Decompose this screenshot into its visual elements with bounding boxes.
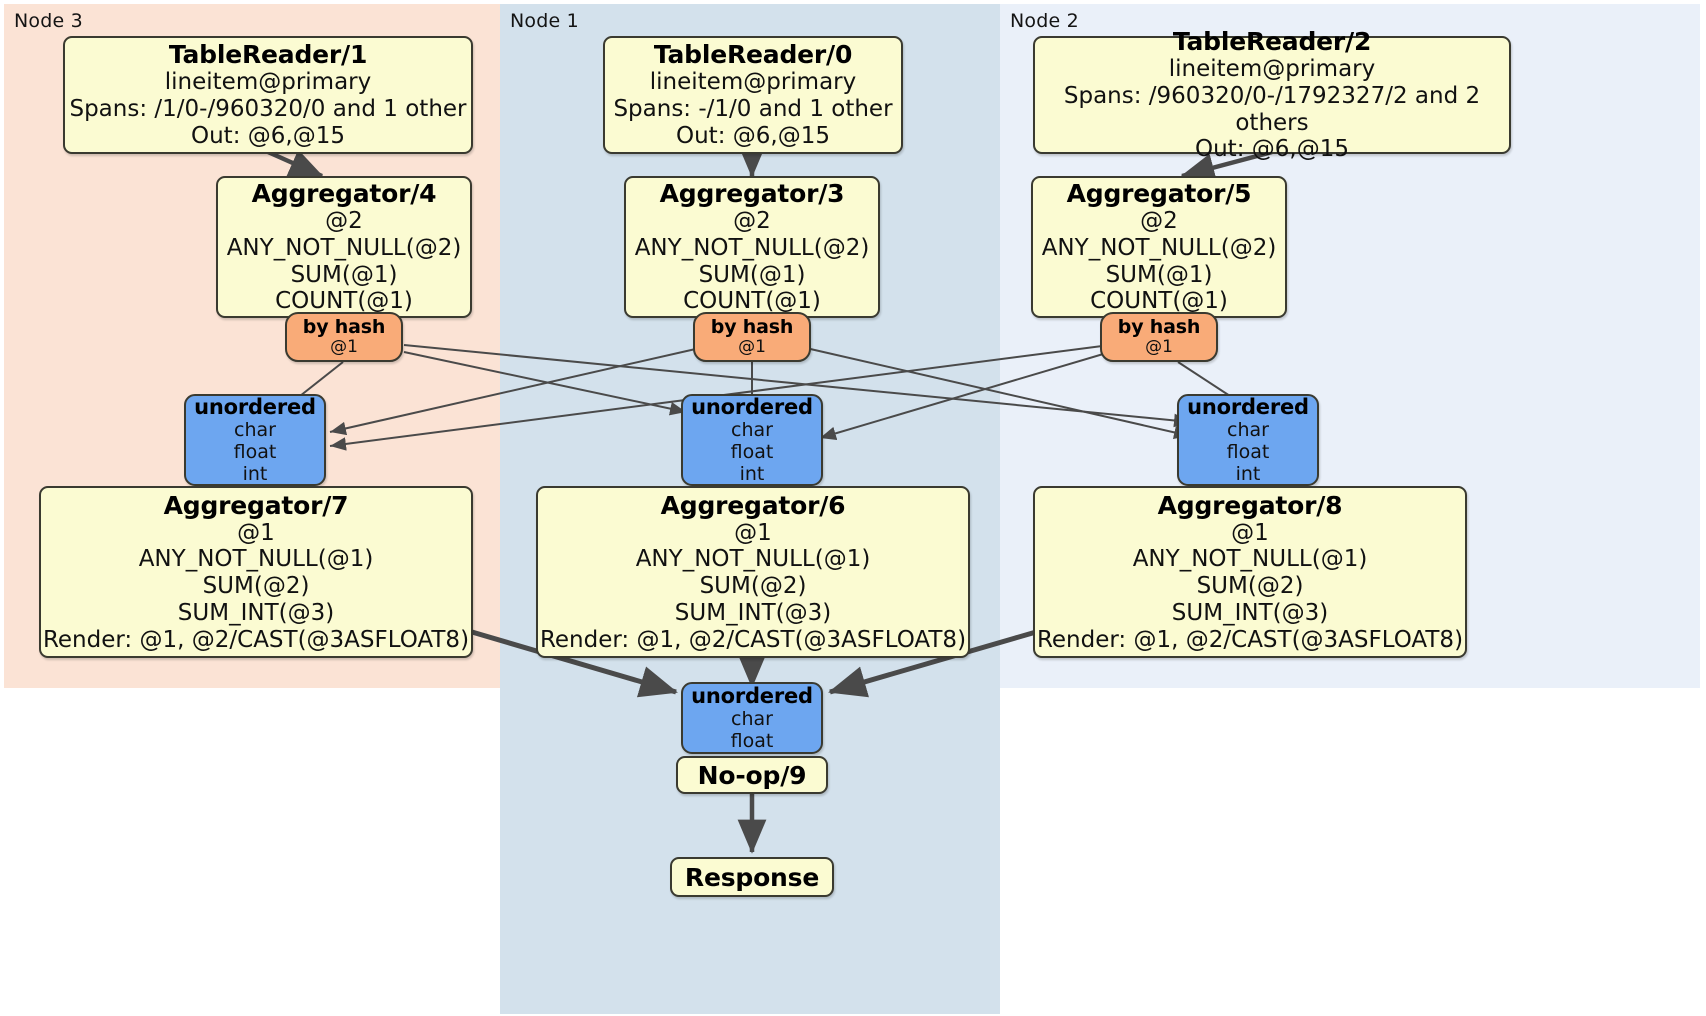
box-line: @2 <box>325 208 363 235</box>
box-line: Out: @6,@15 <box>676 122 830 149</box>
router-by-hash-node2[interactable]: by hash @1 <box>1100 312 1218 362</box>
box-line: SUM(@1) <box>698 261 806 288</box>
processor-no-op-9[interactable]: No-op/9 <box>676 756 828 794</box>
box-title: TableReader/2 <box>1172 27 1372 57</box>
sync-line: int <box>739 463 765 486</box>
box-line: Spans: /960320/0-/1792327/2 and 2 others <box>1063 82 1481 136</box>
box-line: ANY_NOT_NULL(@1) <box>138 546 374 573</box>
box-line: SUM(@2) <box>202 573 310 600</box>
box-title: Aggregator/4 <box>251 179 437 209</box>
router-title: by hash <box>710 316 794 339</box>
box-line: SUM(@1) <box>290 261 398 288</box>
box-line: lineitem@primary <box>1168 56 1376 83</box>
node-panel-label-node1: Node 1 <box>510 10 579 32</box>
box-title: TableReader/1 <box>168 40 368 70</box>
processor-table-reader-1[interactable]: TableReader/1 lineitem@primary Spans: /1… <box>63 36 473 154</box>
box-title: Aggregator/6 <box>660 490 846 520</box>
sync-line: char <box>1227 419 1269 442</box>
box-line: Render: @1, @2/CAST(@3ASFLOAT8) <box>1036 626 1464 653</box>
sync-line: char <box>731 419 773 442</box>
box-line: COUNT(@1) <box>275 288 413 315</box>
box-line: SUM(@2) <box>699 573 807 600</box>
sync-line: char <box>731 708 773 731</box>
box-title: TableReader/0 <box>653 40 853 70</box>
box-line: ANY_NOT_NULL(@1) <box>635 546 871 573</box>
box-line: @1 <box>237 519 275 546</box>
box-title: Aggregator/7 <box>163 490 349 520</box>
box-title: Aggregator/5 <box>1066 179 1252 209</box>
sync-line: float <box>730 730 774 753</box>
node-panel-label-node2: Node 2 <box>1010 10 1079 32</box>
box-line: ANY_NOT_NULL(@2) <box>226 234 462 261</box>
sync-line: float <box>730 441 774 464</box>
processor-table-reader-2[interactable]: TableReader/2 lineitem@primary Spans: /9… <box>1033 27 1511 162</box>
router-line: @1 <box>738 337 766 358</box>
sync-title: unordered <box>691 683 813 708</box>
box-line: SUM_INT(@3) <box>177 599 335 626</box>
box-title: No-op/9 <box>697 760 807 790</box>
router-title: by hash <box>302 316 386 339</box>
box-line: SUM_INT(@3) <box>1171 599 1329 626</box>
box-line: Spans: -/1/0 and 1 other <box>613 96 893 123</box>
sync-line: int <box>1235 463 1261 486</box>
sync-line: char <box>234 419 276 442</box>
processor-aggregator-4[interactable]: Aggregator/4 @2 ANY_NOT_NULL(@2) SUM(@1)… <box>216 176 472 318</box>
sync-line: float <box>1226 441 1270 464</box>
box-line: @1 <box>734 519 772 546</box>
box-line: COUNT(@1) <box>1090 288 1228 315</box>
box-line: ANY_NOT_NULL(@2) <box>1041 234 1277 261</box>
box-line: Out: @6,@15 <box>191 122 345 149</box>
synchronizer-unordered-final[interactable]: unordered char float <box>681 682 823 754</box>
router-title: by hash <box>1117 316 1201 339</box>
node-panel-label-node3: Node 3 <box>14 10 83 32</box>
synchronizer-unordered-node3[interactable]: unordered char float int <box>184 394 326 486</box>
sync-title: unordered <box>194 394 316 419</box>
box-line: Render: @1, @2/CAST(@3ASFLOAT8) <box>539 626 967 653</box>
box-line: SUM(@2) <box>1196 573 1304 600</box>
router-line: @1 <box>1145 337 1173 358</box>
router-by-hash-node1[interactable]: by hash @1 <box>693 312 811 362</box>
sync-title: unordered <box>691 394 813 419</box>
sync-title: unordered <box>1187 394 1309 419</box>
synchronizer-unordered-node1[interactable]: unordered char float int <box>681 394 823 486</box>
router-by-hash-node3[interactable]: by hash @1 <box>285 312 403 362</box>
box-line: COUNT(@1) <box>683 288 821 315</box>
sync-line: float <box>233 441 277 464</box>
box-line: @1 <box>1231 519 1269 546</box>
processor-aggregator-7[interactable]: Aggregator/7 @1 ANY_NOT_NULL(@1) SUM(@2)… <box>39 486 473 658</box>
processor-aggregator-8[interactable]: Aggregator/8 @1 ANY_NOT_NULL(@1) SUM(@2)… <box>1033 486 1467 658</box>
processor-aggregator-5[interactable]: Aggregator/5 @2 ANY_NOT_NULL(@2) SUM(@1)… <box>1031 176 1287 318</box>
box-title: Aggregator/8 <box>1157 490 1343 520</box>
box-line: Spans: /1/0-/960320/0 and 1 other <box>69 96 467 123</box>
processor-table-reader-0[interactable]: TableReader/0 lineitem@primary Spans: -/… <box>603 36 903 154</box>
router-line: @1 <box>330 337 358 358</box>
box-line: Out: @6,@15 <box>1195 136 1349 163</box>
box-line: ANY_NOT_NULL(@2) <box>634 234 870 261</box>
box-line: lineitem@primary <box>164 69 372 96</box>
box-title: Aggregator/3 <box>659 179 845 209</box>
box-line: @2 <box>733 208 771 235</box>
processor-aggregator-6[interactable]: Aggregator/6 @1 ANY_NOT_NULL(@1) SUM(@2)… <box>536 486 970 658</box>
box-line: @2 <box>1140 208 1178 235</box>
box-line: SUM_INT(@3) <box>674 599 832 626</box>
synchronizer-unordered-node2[interactable]: unordered char float int <box>1177 394 1319 486</box>
box-line: ANY_NOT_NULL(@1) <box>1132 546 1368 573</box>
box-line: Render: @1, @2/CAST(@3ASFLOAT8) <box>42 626 470 653</box>
box-title: Response <box>684 862 820 892</box>
processor-response[interactable]: Response <box>670 857 834 897</box>
processor-aggregator-3[interactable]: Aggregator/3 @2 ANY_NOT_NULL(@2) SUM(@1)… <box>624 176 880 318</box>
sync-line: int <box>242 463 268 486</box>
box-line: lineitem@primary <box>649 69 857 96</box>
box-line: SUM(@1) <box>1105 261 1213 288</box>
